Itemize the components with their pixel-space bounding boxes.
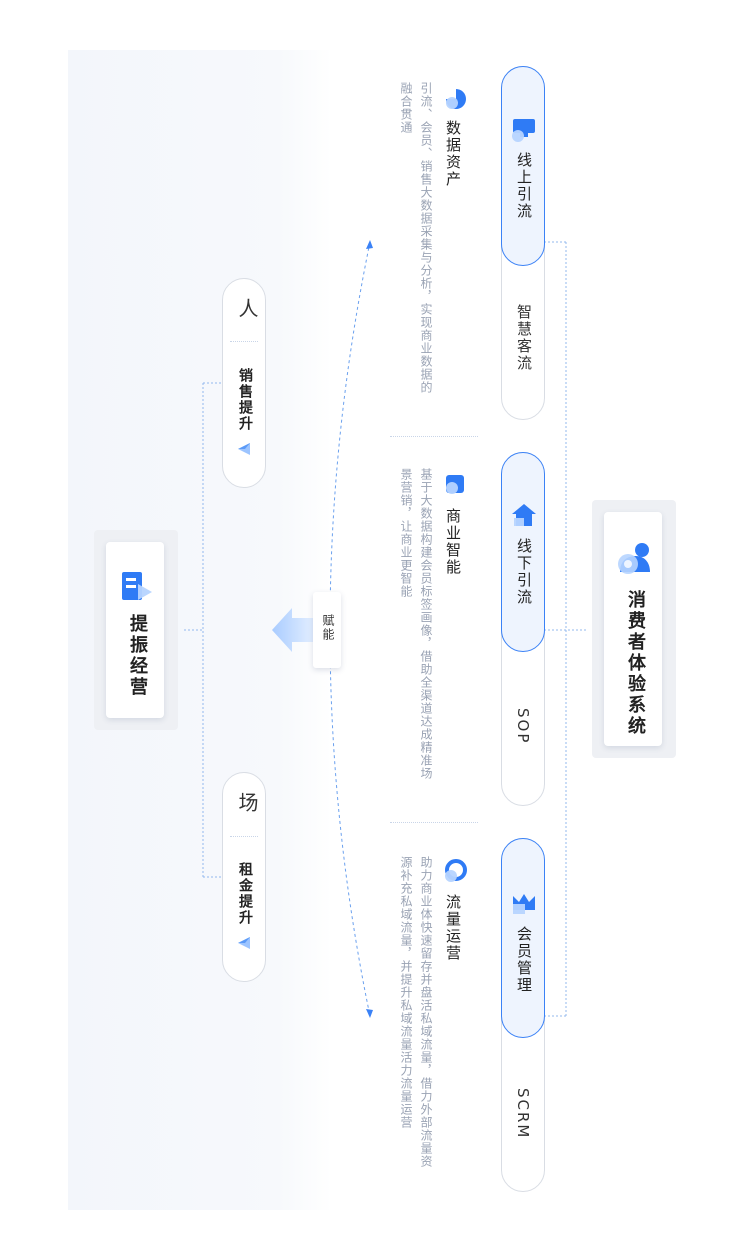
- connector-core-to-outcomes: [184, 382, 222, 878]
- user-group-icon: [618, 543, 650, 574]
- section-divider-2: [390, 822, 478, 823]
- traffic-cycle-icon: [445, 859, 467, 882]
- arc-arrow-bottom: [366, 1009, 373, 1018]
- chart-board-icon: [122, 572, 152, 600]
- intelligence-icon: [446, 475, 464, 494]
- outcome-pill-rent: [222, 772, 266, 982]
- consumer-system-title: 消费者体验系统: [625, 590, 646, 737]
- empower-arrow: [272, 608, 318, 652]
- section-title-data-assets: 数据资产: [444, 120, 462, 188]
- arrow-up-icon: [238, 937, 250, 949]
- primary-label-offline: 线下引流: [515, 538, 533, 606]
- primary-pill-offline: [501, 452, 545, 652]
- consumer-system-card: [604, 512, 662, 746]
- outcome-glyph-rent: 场: [235, 792, 259, 812]
- outcome-label-rent: 租金提升: [237, 862, 253, 926]
- section-title-traffic-operations: 流量运营: [444, 894, 462, 962]
- primary-pill-online: [501, 66, 545, 266]
- outcome-glyph-sales: 人: [235, 298, 259, 318]
- outcome-pill-sales: [222, 278, 266, 488]
- secondary-label-smart-traffic: 智慧客流: [515, 304, 533, 372]
- section-title-business-intelligence: 商业智能: [444, 508, 462, 576]
- section-desc-data-assets: 引流、会员、销售大数据采集与分析，实现商业数据的融合贯通: [399, 82, 433, 394]
- pie-chart-icon: [446, 89, 466, 109]
- outcome-label-sales: 销售提升: [237, 368, 253, 432]
- crown-member-icon: [513, 894, 535, 914]
- online-traffic-icon: [512, 119, 535, 142]
- connector-consumer-to-services: [544, 241, 588, 1017]
- primary-label-membership: 会员管理: [515, 926, 533, 994]
- store-icon: [512, 504, 536, 526]
- section-divider-1: [390, 436, 478, 437]
- core-title: 提振经营: [127, 614, 148, 698]
- empower-label: 赋能: [321, 614, 335, 642]
- secondary-label-sop: SOP: [514, 708, 532, 745]
- section-desc-traffic-operations: 助力商业体快速留存并盘活私域流量，借力外部流量资源补充私域流量，并提升私域流量活…: [399, 856, 433, 1168]
- section-desc-business-intelligence: 基于大数据构建会员标签画像，借助全渠道达成精准场景营销，让商业更智能: [399, 468, 433, 780]
- outcome-divider-rent: [230, 836, 258, 837]
- core-card: [106, 542, 164, 718]
- primary-pill-membership: [501, 838, 545, 1038]
- secondary-label-scrm: SCRM: [514, 1088, 532, 1140]
- arc-arrow-top: [366, 240, 373, 249]
- empower-badge: [313, 592, 341, 668]
- outcome-divider-sales: [230, 341, 258, 342]
- arrow-up-icon: [238, 443, 250, 455]
- primary-label-online: 线上引流: [515, 152, 533, 220]
